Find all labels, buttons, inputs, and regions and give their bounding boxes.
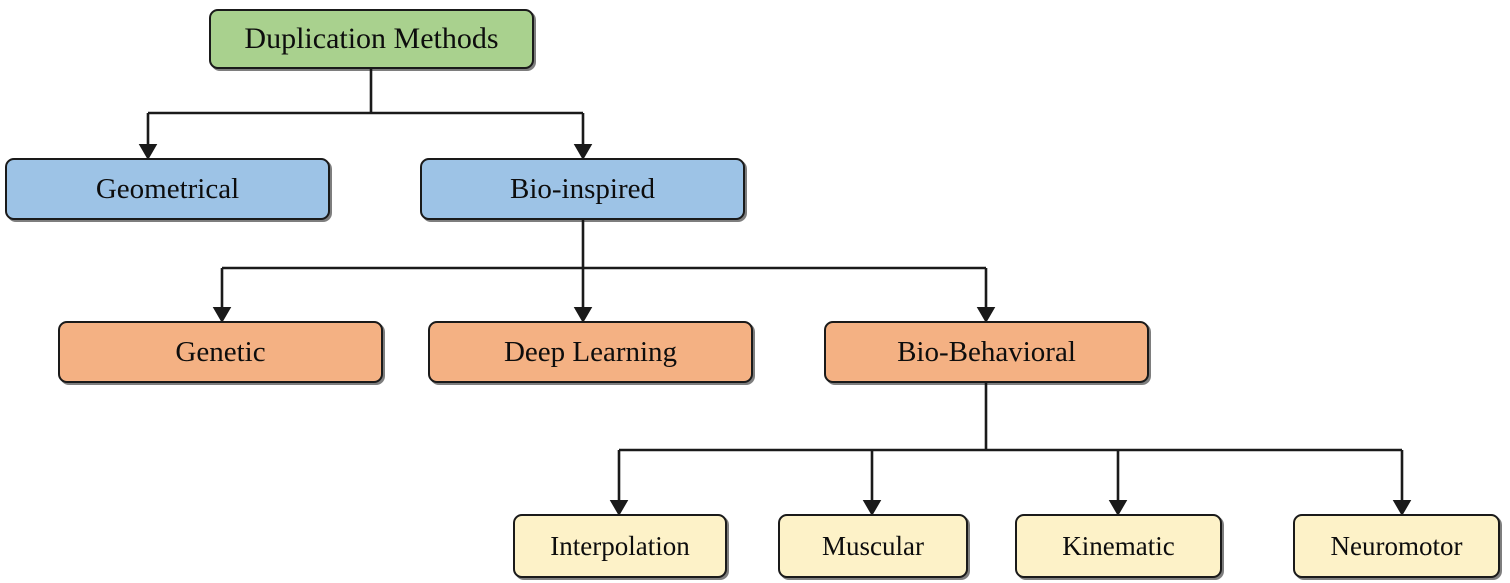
node-bio-behavioral[interactable]: Bio-Behavioral — [824, 321, 1149, 383]
node-kinematic[interactable]: Kinematic — [1015, 514, 1222, 578]
node-geometrical[interactable]: Geometrical — [5, 158, 330, 220]
node-genetic[interactable]: Genetic — [58, 321, 383, 383]
node-duplication-methods[interactable]: Duplication Methods — [209, 9, 534, 69]
node-muscular[interactable]: Muscular — [778, 514, 968, 578]
node-label: Interpolation — [550, 530, 690, 561]
node-label: Muscular — [822, 530, 924, 561]
node-label: Bio-Behavioral — [897, 335, 1076, 368]
node-label: Bio-inspired — [510, 172, 655, 205]
node-label: Kinematic — [1062, 530, 1175, 561]
node-neuromotor[interactable]: Neuromotor — [1293, 514, 1500, 578]
node-label: Neuromotor — [1330, 530, 1463, 561]
node-label: Genetic — [175, 335, 266, 368]
node-deep-learning[interactable]: Deep Learning — [428, 321, 753, 383]
node-label: Geometrical — [95, 172, 240, 205]
node-interpolation[interactable]: Interpolation — [513, 514, 727, 578]
node-label: Duplication Methods — [244, 22, 499, 55]
node-bio-inspired[interactable]: Bio-inspired — [420, 158, 745, 220]
node-label: Deep Learning — [503, 335, 678, 368]
